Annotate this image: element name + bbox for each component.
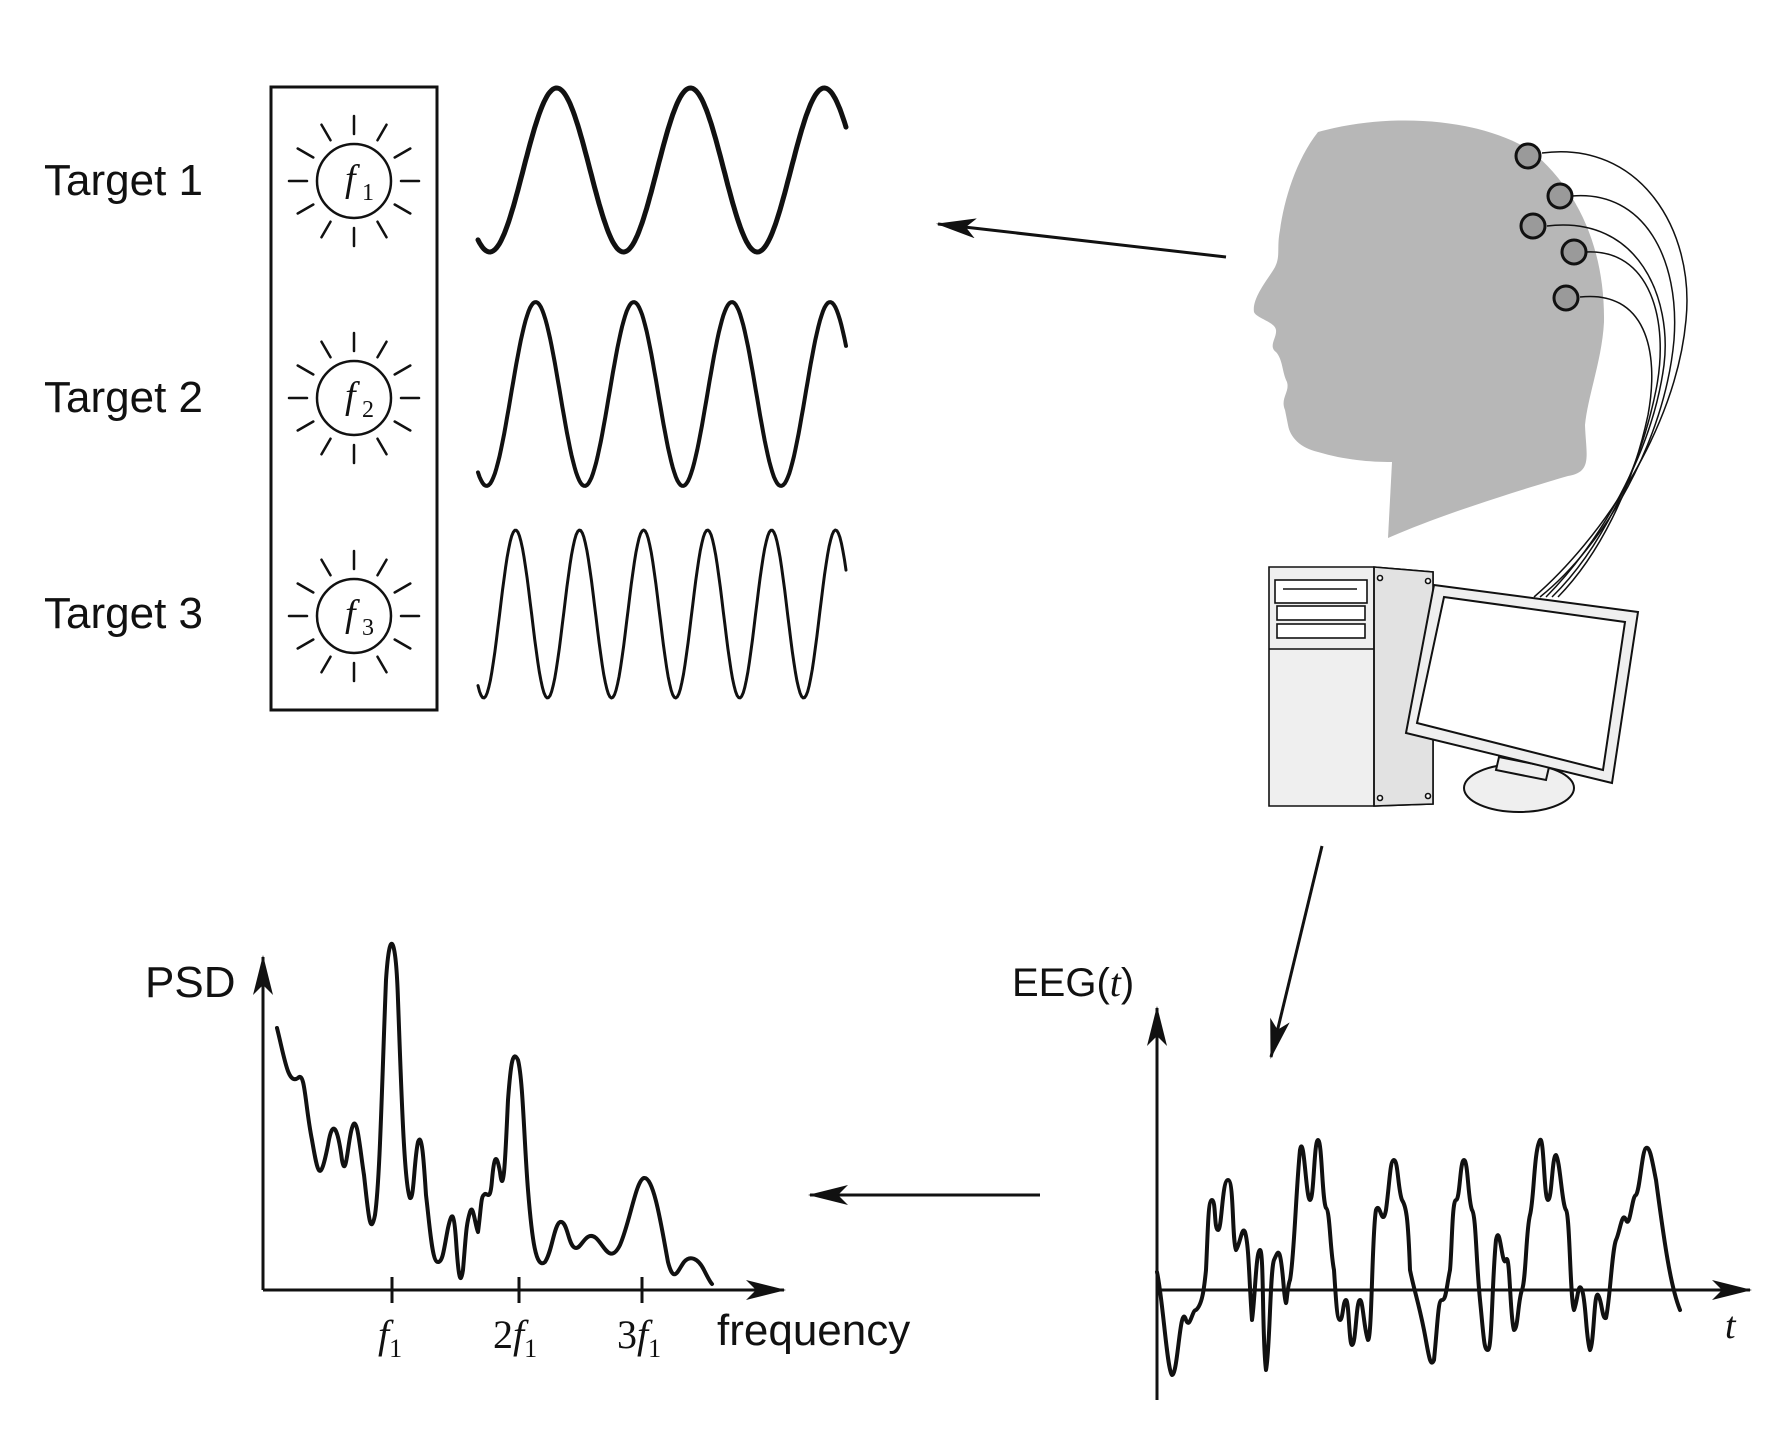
- sun-ray: [296, 582, 315, 594]
- tick-prefix: 3: [617, 1312, 637, 1357]
- psd-x-label: frequency: [717, 1306, 910, 1355]
- electrodes: [1514, 142, 1588, 312]
- sun-ray: [376, 123, 388, 142]
- stimulus-box: [269, 85, 439, 712]
- freq-subscript: 2: [362, 397, 374, 423]
- sun-stimulus-icon: f 3: [287, 549, 421, 683]
- electrode-icon: [1514, 142, 1542, 170]
- sun-stimulus-icon: f 2: [287, 331, 421, 465]
- tick-subscript: 1: [648, 1334, 661, 1363]
- sun-ray: [320, 123, 332, 142]
- sun-ray: [376, 655, 388, 674]
- stimulus-waveform-3: [476, 528, 848, 700]
- target-label: Target 2: [44, 373, 203, 422]
- sun-ray: [320, 558, 332, 577]
- arrow-computer-to-eeg: [1269, 845, 1324, 1059]
- sun-ray: [393, 582, 412, 594]
- svg-text:3f1: 3f1: [617, 1312, 661, 1363]
- electrode-icon: [1552, 284, 1580, 312]
- sun-ray: [320, 655, 332, 674]
- stimulus-panel: Target 1 f 1 Target 2 f 2 Target 3: [44, 85, 849, 712]
- electrode-icon: [1519, 212, 1547, 240]
- tick-subscript: 1: [524, 1334, 537, 1363]
- sun-ray: [320, 220, 332, 239]
- sun-ray: [376, 220, 388, 239]
- eeg-plot: EEG(t) t: [1012, 960, 1752, 1400]
- sun-ray: [393, 147, 412, 159]
- sun-ray: [296, 147, 315, 159]
- svg-text:f1: f1: [378, 1312, 402, 1363]
- svg-text:2f1: 2f1: [493, 1312, 537, 1363]
- stimulus-waveform-2: [476, 300, 848, 488]
- electrode-icon: [1546, 182, 1574, 210]
- computer-tower-icon: [1268, 566, 1434, 807]
- eeg-y-label: EEG(t): [1012, 960, 1134, 1005]
- sun-ray: [376, 437, 388, 456]
- sun-stimulus-icon: f 1: [287, 114, 421, 248]
- sun-ray: [393, 364, 412, 376]
- target-label: Target 3: [44, 589, 203, 638]
- eeg-x-label: t: [1725, 1305, 1737, 1347]
- psd-plot: PSD frequency f1 2f1 3f1: [145, 941, 910, 1363]
- target-row-2: Target 2 f 2: [44, 300, 848, 488]
- sun-ray: [393, 203, 412, 215]
- electrode-icon: [1560, 238, 1588, 266]
- stimulus-waveform-1: [475, 85, 849, 255]
- target-row-1: Target 1 f 1: [44, 85, 849, 255]
- freq-subscript: 3: [362, 615, 374, 641]
- sun-ray: [320, 340, 332, 359]
- sun-ray: [376, 340, 388, 359]
- head-silhouette-icon: [1253, 120, 1605, 538]
- sun-ray: [296, 203, 315, 215]
- sun-ray: [376, 558, 388, 577]
- target-row-3: Target 3 f 3: [44, 528, 848, 700]
- sun-ray: [296, 364, 315, 376]
- psd-curve: [275, 941, 714, 1286]
- monitor-icon: [1404, 583, 1640, 813]
- sun-ray: [296, 638, 315, 650]
- eeg-trace: [1155, 1137, 1682, 1377]
- tick-subscript: 1: [389, 1334, 402, 1363]
- tick-prefix: 2: [493, 1312, 513, 1357]
- arrow-head-to-stimuli: [936, 218, 1227, 259]
- sun-ray: [296, 420, 315, 432]
- electrode-wires: [1533, 151, 1688, 598]
- sun-ray: [393, 638, 412, 650]
- target-label: Target 1: [44, 156, 203, 205]
- freq-subscript: 1: [362, 180, 374, 206]
- sun-ray: [320, 437, 332, 456]
- psd-y-label: PSD: [145, 958, 235, 1007]
- sun-ray: [393, 420, 412, 432]
